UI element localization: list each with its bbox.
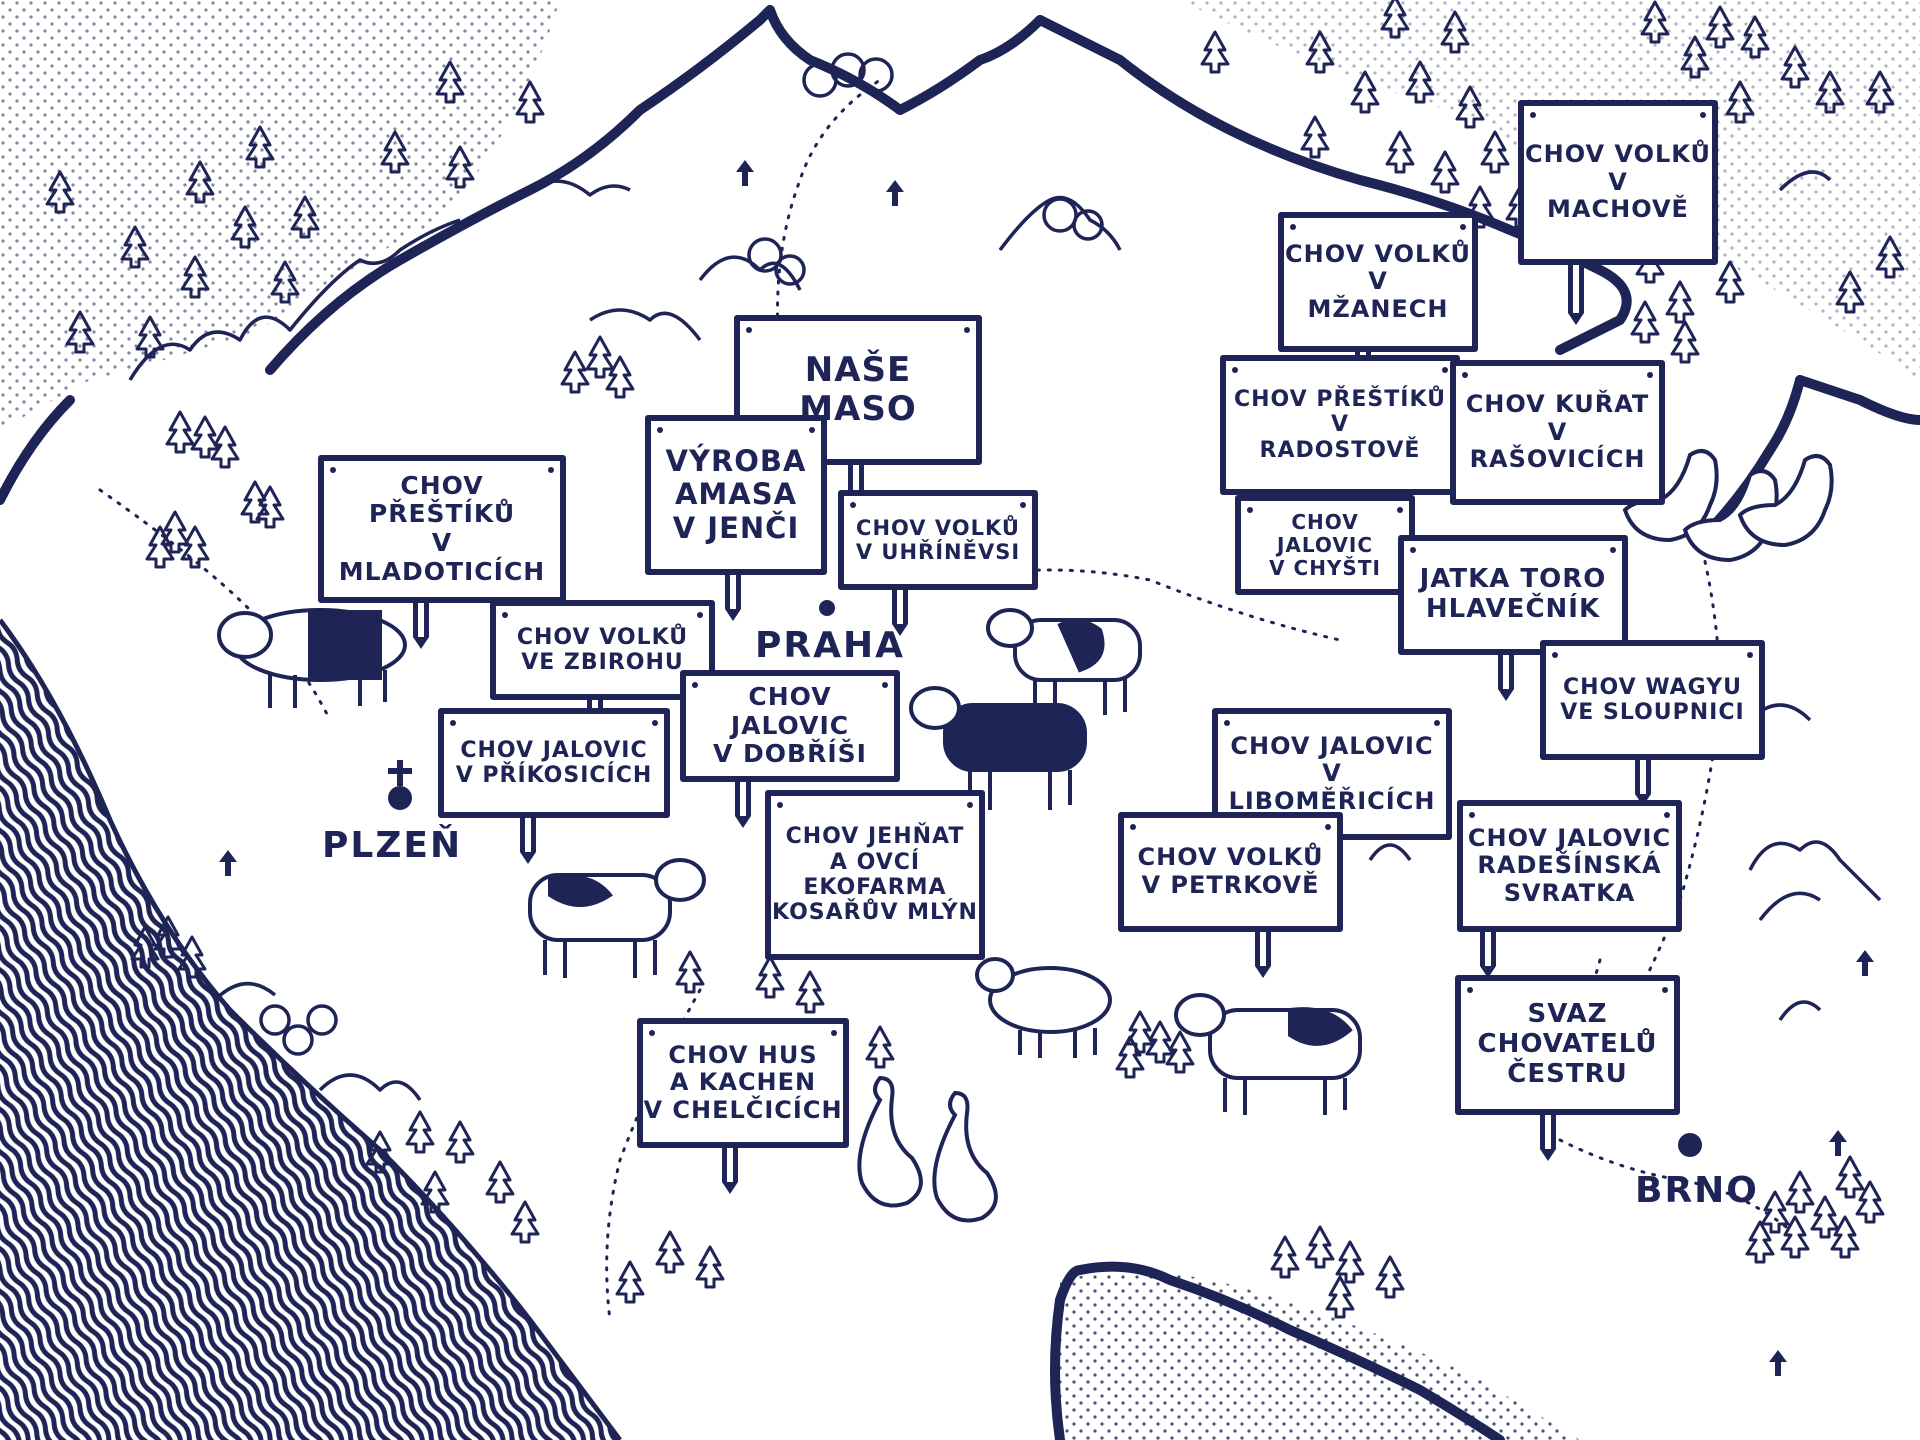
signpost [1540,1115,1556,1161]
sheep-icon [975,957,1112,1058]
signpost [413,603,429,649]
dotted-region-south [1060,1272,1580,1440]
signpost [1255,932,1271,978]
sign-text: CHOV PŘEŠTÍKŮ V MLADOTICÍCH [338,470,546,586]
sign-chov-volku-zbiroh: CHOV VOLKŮ VE ZBIROHU [490,600,715,700]
deciduous-trees [259,52,1104,1056]
sign-text: CHOV JALOVIC V DOBŘÍŠI [713,681,867,769]
goose-icon [857,1075,998,1223]
sign-vyroba-amasa: VÝROBA AMASA V JENČI [645,415,827,575]
sign-chov-jehnat: CHOV JEHŇAT A OVCÍ EKOFARMA KOSAŘŮV MLÝN [765,790,985,960]
sign-text: CHOV VOLKŮ V PETRKOVĚ [1137,843,1324,899]
mountain-icon [128,170,1882,1101]
sign-chov-volku-mzany: CHOV VOLKŮ V MŽANECH [1278,212,1478,352]
sign-text: CHOV VOLKŮ V MACHOVĚ [1525,140,1711,224]
signpost [1498,655,1514,701]
pig-icon [217,608,407,708]
sign-text: CHOV HUS A KACHEN V CHELČICÍCH [643,1040,843,1124]
sign-chov-jalovic-prikosice: CHOV JALOVIC V PŘÍKOSICÍCH [438,708,670,818]
cow-icon [528,858,706,978]
sign-jatka-toro: JATKA TORO HLAVEČNÍK [1398,535,1628,655]
sign-svaz-chovatelu: SVAZ CHOVATELŮ ČESTRU [1455,975,1680,1115]
sign-text: CHOV JALOVIC RADEŠÍNSKÁ SVRATKA [1467,823,1672,907]
sign-chov-volku-uhrineves: CHOV VOLKŮ V UHŘÍNĚVSI [838,490,1038,590]
city-label-plzen: PLZEŇ [322,825,463,866]
cow-icon [986,608,1142,715]
dotted-highland-northwest [0,0,560,430]
cow-icon [1174,993,1362,1115]
sign-chov-jalovic-radesinska: CHOV JALOVIC RADEŠÍNSKÁ SVRATKA [1457,800,1682,932]
sign-chov-prestiku-radostov: CHOV PŘEŠTÍKŮ V RADOSTOVĚ [1220,355,1460,495]
signpost [520,818,536,864]
signpost [722,1148,738,1194]
sign-text: CHOV JALOVIC V CHYŠTI [1269,509,1381,580]
sign-text: JATKA TORO HLAVEČNÍK [1419,564,1607,624]
hen-icon [1622,449,1834,563]
sign-chov-jalovic-chysti: CHOV JALOVIC V CHYŠTI [1235,495,1415,595]
sign-chov-volku-petrkov: CHOV VOLKŮ V PETRKOVĚ [1118,812,1343,932]
sign-text: CHOV JALOVIC V LIBOMĚŘICÍCH [1228,731,1436,815]
brno-dot [1678,1133,1702,1157]
sign-text: CHOV VOLKŮ V UHŘÍNĚVSI [855,515,1021,564]
signpost [892,590,908,636]
cow-icon [909,686,1087,810]
signpost [1635,760,1651,806]
sign-text: CHOV KUŘAT V RAŠOVICÍCH [1465,390,1650,474]
sign-chov-jalovic-dobris: CHOV JALOVIC V DOBŘÍŠI [680,670,900,782]
signpost [735,782,751,828]
sign-text: CHOV VOLKŮ V MŽANECH [1285,239,1471,323]
city-label-praha: PRAHA [755,625,905,666]
sign-chov-wagyu: CHOV WAGYU VE SLOUPNICI [1540,640,1765,760]
church-icon [388,760,412,810]
sign-chov-prestiku-mladotice: CHOV PŘEŠTÍKŮ V MLADOTICÍCH [318,455,566,603]
sign-text: CHOV VOLKŮ VE ZBIROHU [516,624,689,675]
southwest-forest-hatch [0,620,620,1440]
city-label-brno: BRNO [1635,1170,1759,1211]
sign-chov-hus: CHOV HUS A KACHEN V CHELČICÍCH [637,1018,849,1148]
signpost [725,575,741,621]
praha-dot [819,600,835,616]
sign-text: CHOV PŘEŠTÍKŮ V RADOSTOVĚ [1233,387,1446,463]
arrow-markers [219,160,1874,1376]
sign-text: CHOV WAGYU VE SLOUPNICI [1560,674,1745,725]
sign-chov-volku-machov: CHOV VOLKŮ V MACHOVĚ [1518,100,1718,265]
signpost [1480,932,1496,978]
dotted-highland-northeast [1180,0,1920,380]
signpost [1568,265,1584,325]
sign-text: CHOV JALOVIC V PŘÍKOSICÍCH [455,737,653,788]
sign-chov-kurat: CHOV KUŘAT V RAŠOVICÍCH [1450,360,1665,505]
sign-text: CHOV JEHŇAT A OVCÍ EKOFARMA KOSAŘŮV MLÝN [772,824,978,926]
sign-text: VÝROBA AMASA V JENČI [665,443,807,545]
sign-text: SVAZ CHOVATELŮ ČESTRU [1477,999,1658,1089]
